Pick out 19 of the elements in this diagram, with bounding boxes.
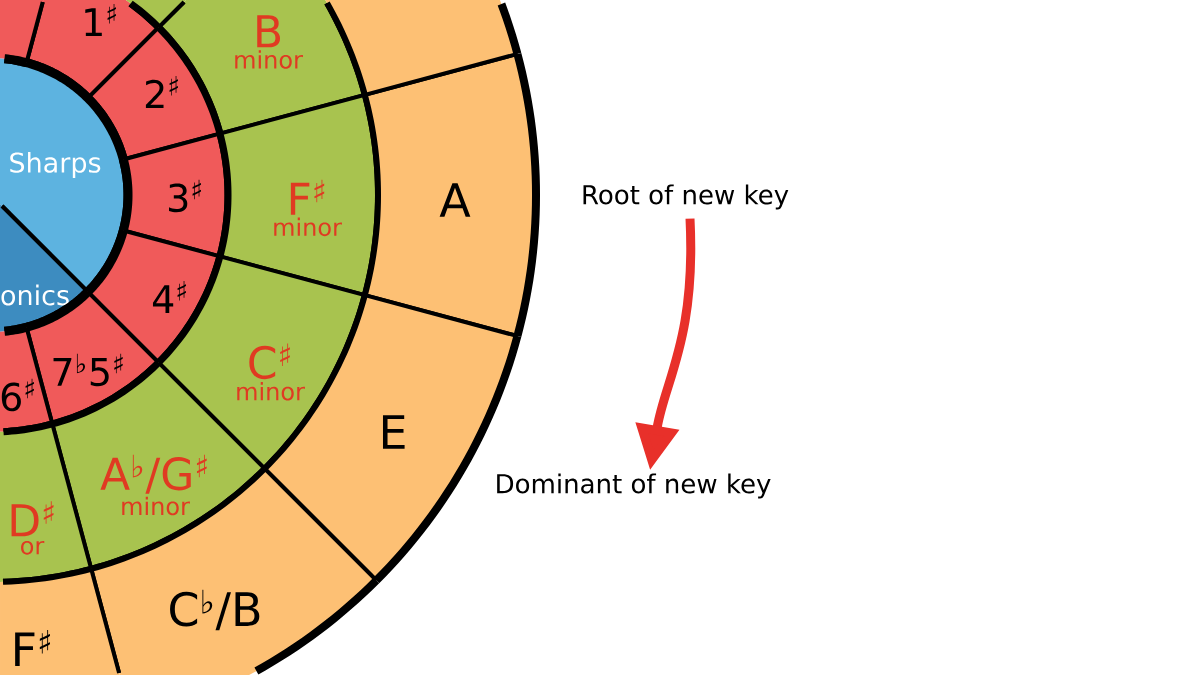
node-label: E [382, 415, 405, 449]
node-label: minor [235, 50, 303, 69]
key-sector [125, 0, 186, 30]
node-label: A [439, 183, 471, 217]
key-sector: A [361, 52, 540, 338]
node-label: 1$^{♯}$ [85, 4, 116, 36]
node-label: or [21, 540, 45, 555]
key-sector: D$^{♯}$ or [0, 420, 94, 585]
node-label: B [257, 15, 280, 48]
node-label: F$^{♯}$ [15, 629, 50, 667]
node-label: F$^{♯}$ [290, 179, 325, 215]
node-label: minor [274, 217, 342, 237]
text-label: Root of new key [583, 184, 789, 210]
node-label: minor [122, 496, 190, 516]
key-sector: F$^{♯}$ [0, 565, 122, 675]
node-label: 3$^{♯}$ [169, 179, 201, 213]
key-sector: F$^{♯}$ minor [216, 92, 381, 298]
key-sector [324, 0, 522, 97]
key-sector [0, 0, 45, 68]
